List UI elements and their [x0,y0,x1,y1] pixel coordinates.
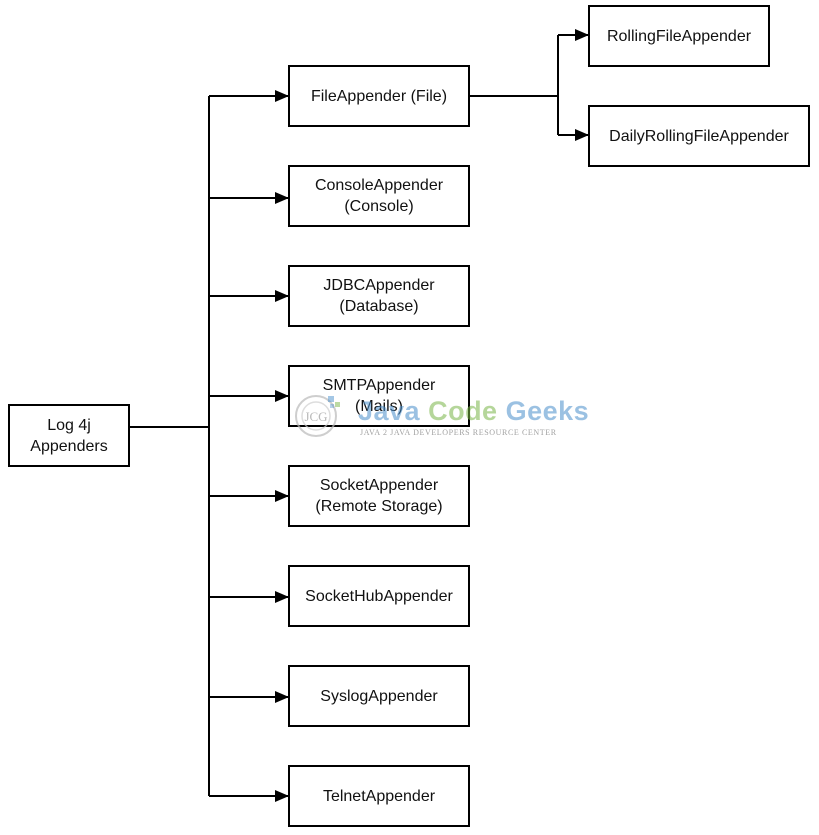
node-label-line-2: (Console) [344,198,414,215]
root-label-line-2: Appenders [30,437,108,455]
node-label-line-2: (Database) [339,298,419,315]
node-file-appender: FileAppender (File) [288,65,470,127]
watermark-subtitle: JAVA 2 JAVA DEVELOPERS RESOURCE CENTER [360,428,557,437]
watermark-title-java: Java [358,396,429,426]
jcg-logo-text: JCG [304,409,327,424]
node-label: DailyRollingFileAppender [609,127,789,145]
node-jdbc-appender: JDBCAppender (Database) [288,265,470,327]
node-label-line-1: SocketAppender [319,477,439,494]
node-label: TelnetAppender [322,787,436,805]
root-label-line-1: Log 4j [47,416,91,434]
watermark-title: Java Code Geeks [358,396,589,427]
node-syslog-appender: SyslogAppender [288,665,470,727]
node-sockethub-appender: SocketHubAppender [288,565,470,627]
watermark-title-code: Code [428,396,506,426]
node-label-line-2: (Remote Storage) [315,498,443,515]
node-label: FileAppender (File) [310,87,448,105]
node-label: SyslogAppender [320,687,438,705]
node-console-appender: ConsoleAppender (Console) [288,165,470,227]
node-rolling-file-appender: RollingFileAppender [588,5,770,67]
node-socket-appender: SocketAppender (Remote Storage) [288,465,470,527]
node-label-line-2: (Mails) [355,398,403,415]
node-label-line-1: SMTPAppender [322,377,436,394]
node-label: SocketHubAppender [305,587,453,605]
node-label-line-1: ConsoleAppender [314,177,444,194]
watermark-title-geeks: Geeks [505,396,590,426]
jcg-logo-icon: JCG [295,395,340,437]
watermark-java-code-geeks: JCG Java Code Geeks JAVA 2 JAVA DEVELOPE… [288,390,589,442]
node-daily-rolling-file-appender: DailyRollingFileAppender [588,105,810,167]
node-label-line-1: JDBCAppender [323,277,435,294]
node-telnet-appender: TelnetAppender [288,765,470,827]
root-node-log4j-appenders: Log 4j Appenders [8,404,130,467]
node-label: RollingFileAppender [606,27,752,45]
